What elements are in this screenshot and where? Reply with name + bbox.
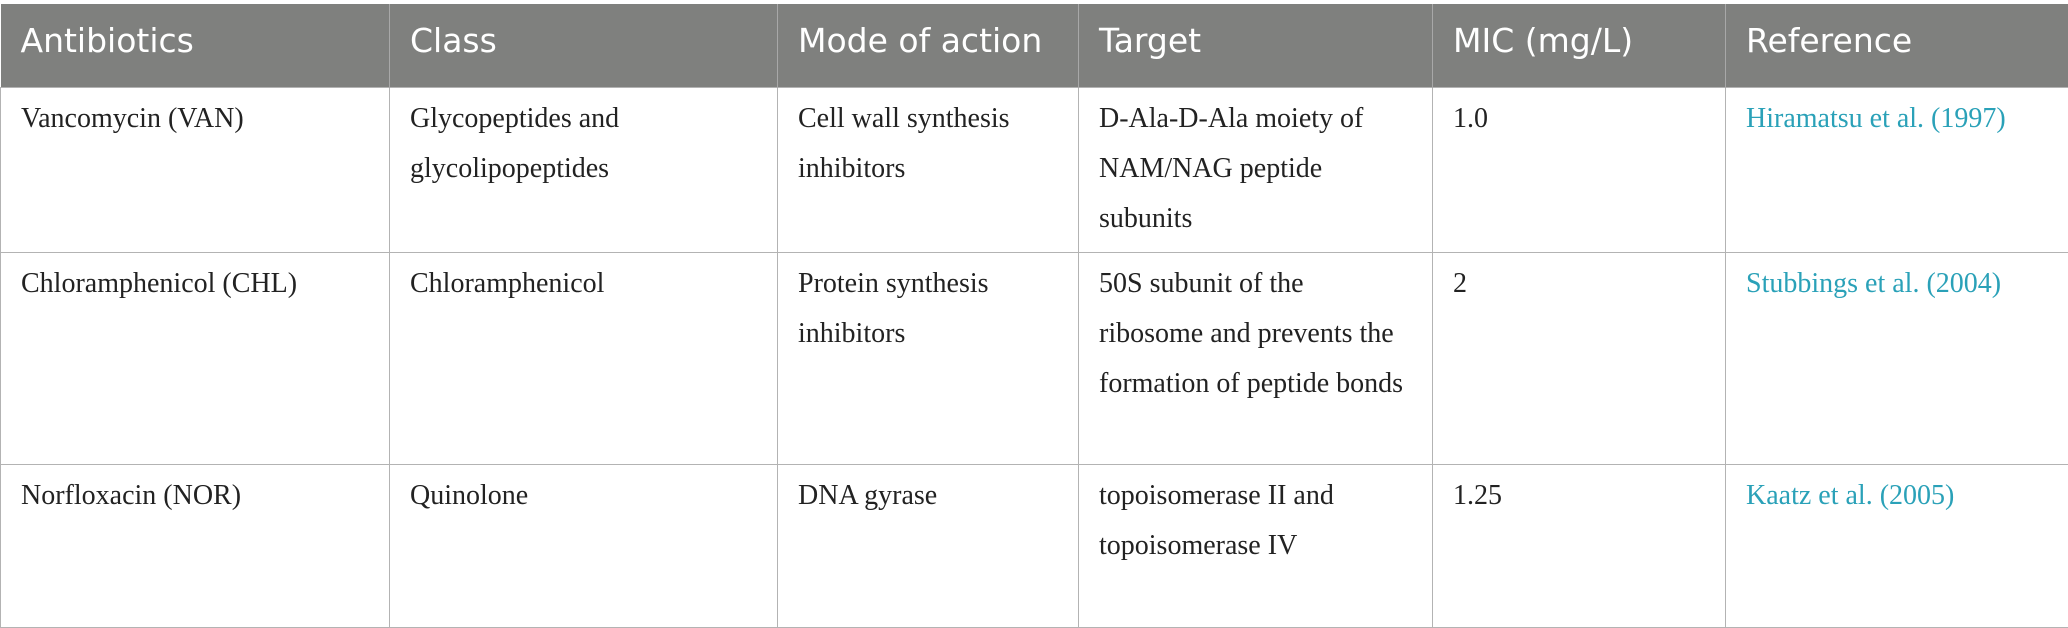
cell-mic: 1.25 — [1433, 464, 1726, 627]
cell-mic: 2 — [1433, 252, 1726, 464]
cell-reference: Kaatz et al. (2005) — [1726, 464, 2068, 627]
cell-class: Glycopeptides and glycolipopeptides — [390, 87, 778, 252]
header-antibiotics: Antibiotics — [1, 4, 390, 87]
header-mode-of-action: Mode of action — [778, 4, 1079, 87]
cell-reference: Stubbings et al. (2004) — [1726, 252, 2068, 464]
cell-mic: 1.0 — [1433, 87, 1726, 252]
table-row: Vancomycin (VAN) Glycopeptides and glyco… — [1, 87, 2068, 252]
cell-antibiotic: Vancomycin (VAN) — [1, 87, 390, 252]
cell-reference: Hiramatsu et al. (1997) — [1726, 87, 2068, 252]
cell-class: Quinolone — [390, 464, 778, 627]
table-body: Vancomycin (VAN) Glycopeptides and glyco… — [1, 87, 2068, 627]
header-target: Target — [1079, 4, 1433, 87]
cell-antibiotic: Chloramphenicol (CHL) — [1, 252, 390, 464]
cell-target: D-Ala-D-Ala moiety of NAM/NAG peptide su… — [1079, 87, 1433, 252]
cell-mode: DNA gyrase — [778, 464, 1079, 627]
cell-target: topoisomerase II and topoisomerase IV — [1079, 464, 1433, 627]
table-header: Antibiotics Class Mode of action Target … — [1, 4, 2068, 87]
cell-target: 50S subunit of the ribosome and prevents… — [1079, 252, 1433, 464]
cell-mode: Protein synthesis inhibitors — [778, 252, 1079, 464]
table-row: Norfloxacin (NOR) Quinolone DNA gyrase t… — [1, 464, 2068, 627]
header-class: Class — [390, 4, 778, 87]
antibiotics-table: Antibiotics Class Mode of action Target … — [0, 4, 2068, 628]
reference-link[interactable]: Stubbings et al. (2004) — [1746, 268, 2001, 299]
cell-antibiotic: Norfloxacin (NOR) — [1, 464, 390, 627]
antibiotics-table-container: Antibiotics Class Mode of action Target … — [0, 4, 2068, 628]
reference-link[interactable]: Kaatz et al. (2005) — [1746, 480, 1954, 511]
cell-mode: Cell wall synthesis inhibitors — [778, 87, 1079, 252]
cell-class: Chloramphenicol — [390, 252, 778, 464]
reference-link[interactable]: Hiramatsu et al. (1997) — [1746, 103, 2006, 134]
header-mic: MIC (mg/L) — [1433, 4, 1726, 87]
header-row: Antibiotics Class Mode of action Target … — [1, 4, 2068, 87]
table-row: Chloramphenicol (CHL) Chloramphenicol Pr… — [1, 252, 2068, 464]
header-reference: Reference — [1726, 4, 2068, 87]
